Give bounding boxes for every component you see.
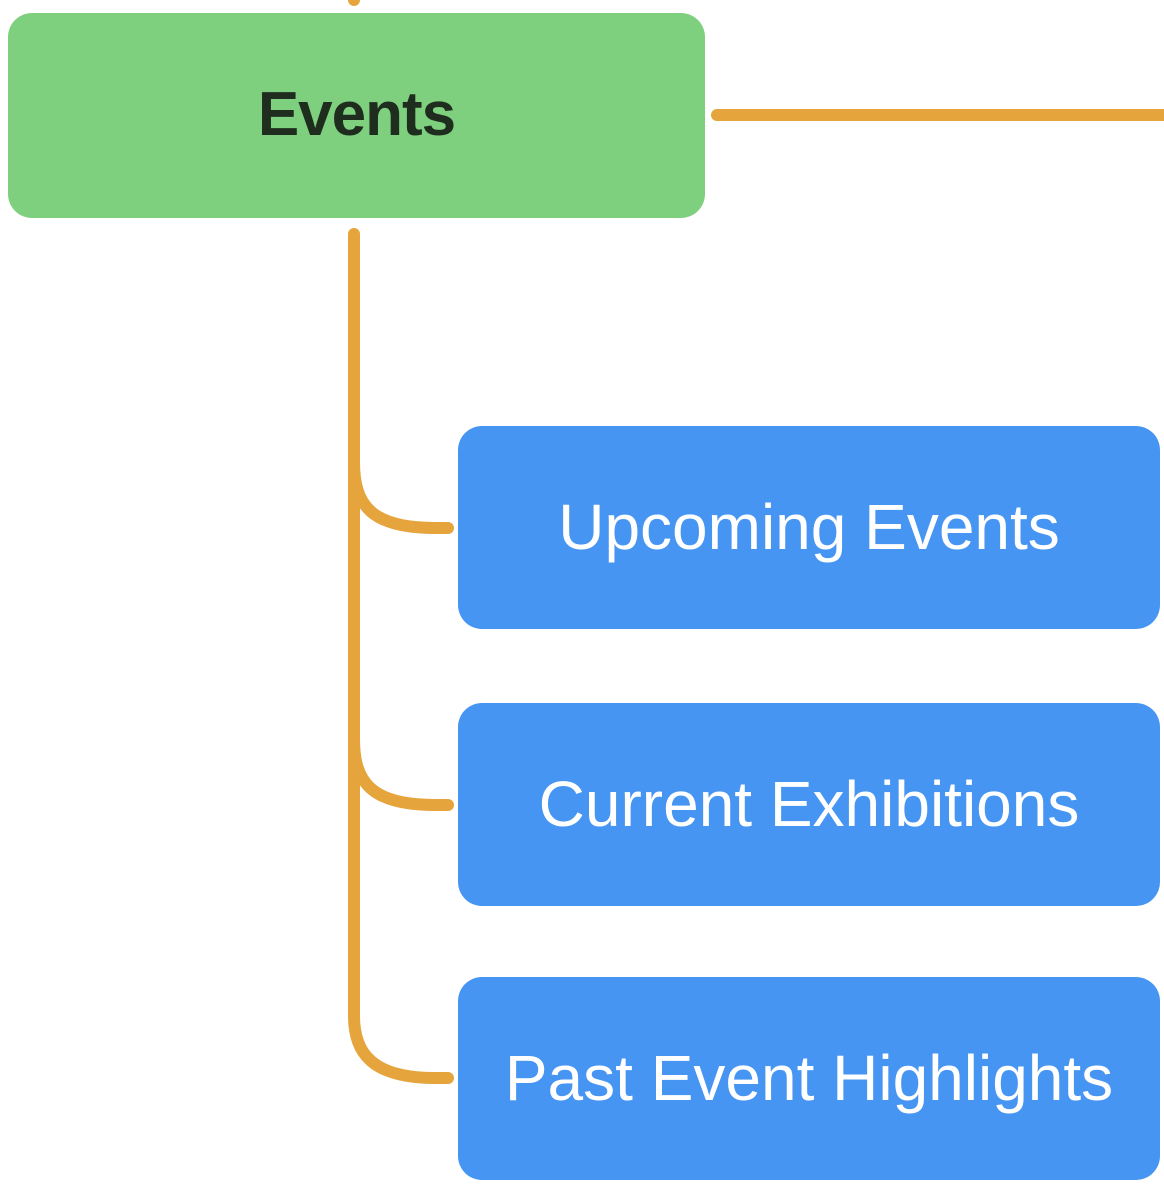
node-upcoming-events-label: Upcoming Events [558,491,1060,564]
node-past-event-highlights[interactable]: Past Event Highlights [458,977,1160,1180]
node-past-event-highlights-label: Past Event Highlights [504,1042,1114,1115]
node-events-label: Events [257,80,456,150]
node-current-exhibitions-label: Current Exhibitions [538,768,1080,841]
connector-branch-upcoming [348,456,454,534]
node-events[interactable]: Events [8,13,705,218]
connector-branch-current [348,733,454,811]
node-current-exhibitions[interactable]: Current Exhibitions [458,703,1160,906]
node-upcoming-events[interactable]: Upcoming Events [458,426,1160,629]
connector-trunk-and-elbow-past [348,228,454,1084]
